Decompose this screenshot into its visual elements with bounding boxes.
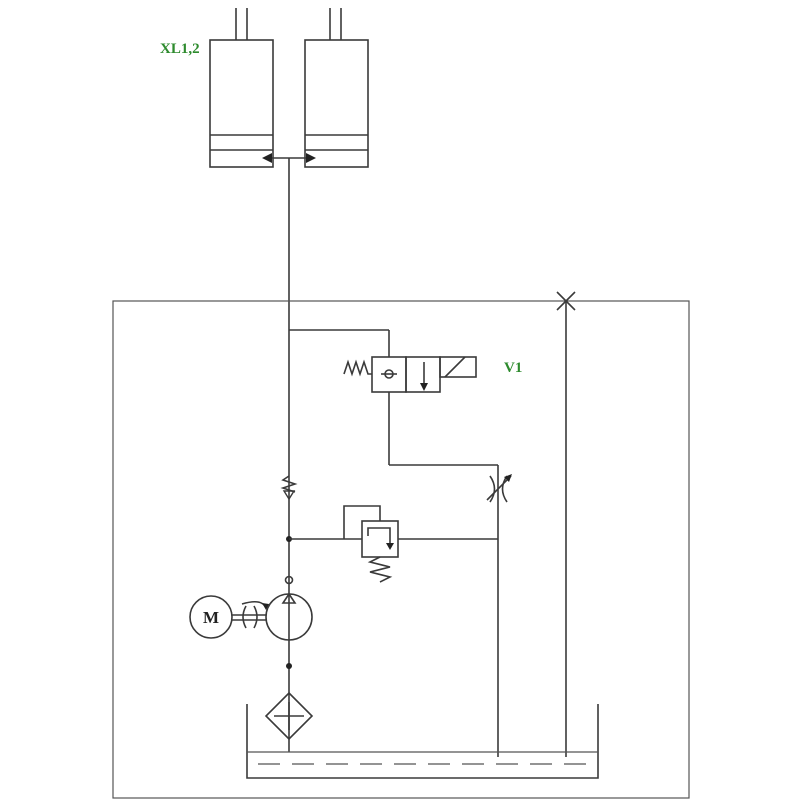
check-valve — [280, 475, 298, 501]
reservoir — [246, 704, 599, 779]
valve-v1 — [289, 329, 499, 757]
relief-valve — [286, 505, 498, 583]
cylinder-left — [209, 8, 274, 168]
motor-label: M — [203, 608, 219, 627]
filter — [264, 691, 314, 741]
motor — [189, 595, 269, 639]
power-unit-frame — [112, 300, 690, 799]
cylinders-label: XL1,2 — [160, 41, 200, 57]
cylinder-right — [304, 8, 369, 168]
pump — [265, 575, 313, 669]
valve-v1-label: V1 — [504, 360, 522, 376]
throttle-valve — [486, 474, 512, 503]
return-line — [556, 291, 576, 757]
